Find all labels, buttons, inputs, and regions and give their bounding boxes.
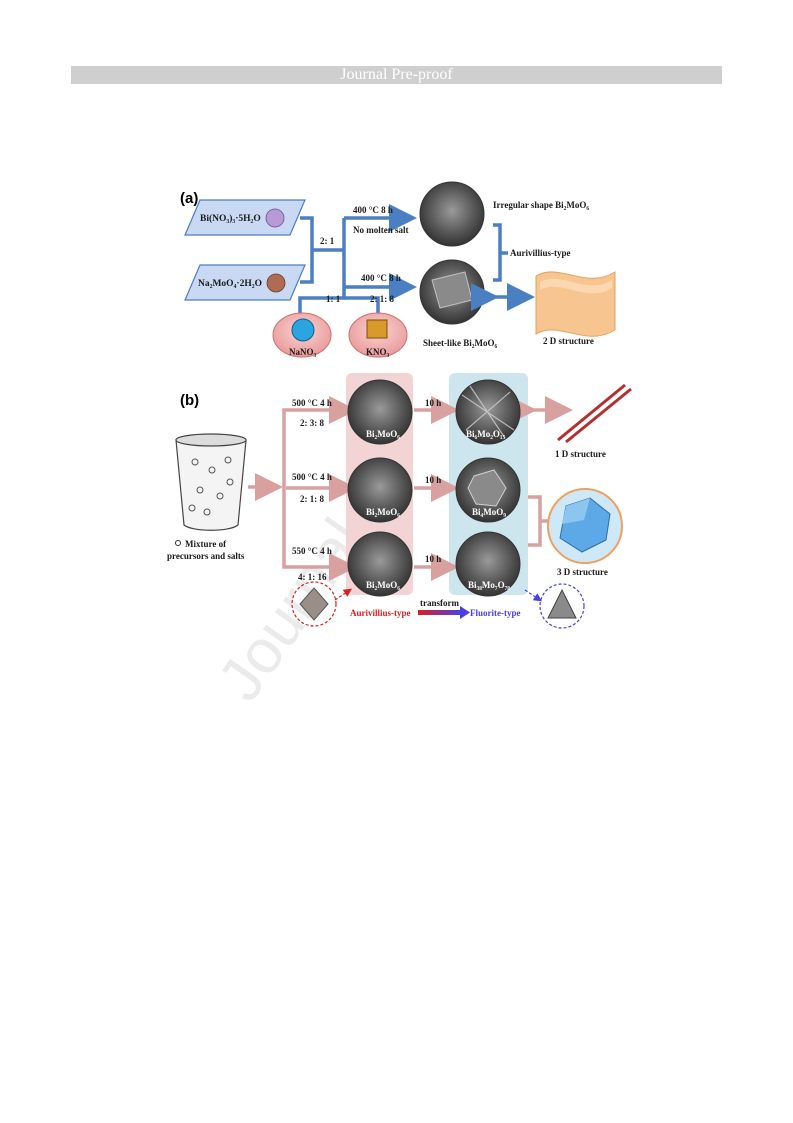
type-label-a: Aurivillius-type <box>510 248 571 258</box>
precursor-1-label: Bi(NO₃)₃·5H₂O <box>200 213 261 224</box>
tetrahedron-icon <box>547 588 577 619</box>
octahedron-icon <box>299 587 329 621</box>
row-2-product-2: Bi₄MoO₉ <box>472 507 506 517</box>
sem-row1-left <box>347 379 413 445</box>
cond-top: 400 °C 8 h <box>353 205 393 215</box>
precursor-1-crystal-icon <box>265 208 285 228</box>
panel-b-tag: (b) <box>180 392 199 409</box>
row-3-ratio: 4: 1: 16 <box>298 572 327 582</box>
precursor-beaker-icon <box>175 433 247 531</box>
sem-row2-left <box>347 457 413 523</box>
row-1-product-1: Bi₂MoO₆ <box>366 429 400 439</box>
product-top: Irregular shape Bi₂MoO₆ <box>493 200 589 210</box>
row-2-product-1: Bi₂MoO₆ <box>366 507 400 517</box>
row-2-ratio: 2: 1: 8 <box>300 494 324 504</box>
cond-top-note: No molten salt <box>353 225 409 235</box>
transform-label: transform <box>420 598 459 608</box>
salt-2-label: KNO₃ <box>366 347 390 357</box>
row-2-time: 10 h <box>425 475 441 485</box>
fluorite-unit-ring <box>539 583 585 629</box>
structure-3d: 3 D structure <box>557 567 608 577</box>
sem-row3-right <box>455 531 521 597</box>
row-1-cond: 500 °C 4 h <box>292 398 332 408</box>
type-right: Fluorite-type <box>470 608 520 618</box>
type-left: Aurivillius-type <box>350 608 411 618</box>
aurivillius-unit-ring <box>291 581 337 627</box>
panel-a-tag: (a) <box>180 190 198 207</box>
salt-ratio-1: 1: 1 <box>326 294 341 304</box>
mixture-line1: Mixture of <box>185 539 227 549</box>
3d-polyhedron-illustration <box>547 488 623 564</box>
cond-bottom: 400 °C 8 h <box>361 273 401 283</box>
mixture-bullet-icon <box>175 540 181 546</box>
sem-irregular-image <box>419 181 485 247</box>
row-1-time: 10 h <box>425 398 441 408</box>
salt-1-label: NaNO₃ <box>289 347 316 357</box>
1d-rods-illustration <box>557 383 632 444</box>
ratio-main: 2: 1 <box>320 236 335 246</box>
row-2-cond: 500 °C 4 h <box>292 472 332 482</box>
row-3-product-2: Bi₃₈Mo₇O₇₈ <box>468 580 510 590</box>
precursor-2-crystal-icon <box>266 273 286 293</box>
kno3-crystal-icon <box>366 319 388 339</box>
journal-preproof-banner: Journal Pre-proof <box>71 66 722 84</box>
nano3-crystal-icon <box>291 318 315 342</box>
row-3-cond: 550 °C 4 h <box>292 546 332 556</box>
row-3-product-1: Bi₂MoO₆ <box>366 580 400 590</box>
mixture-line2: precursors and salts <box>167 551 245 561</box>
sem-row3-left <box>347 531 413 597</box>
product-bottom: Sheet-like Bi₂MoO₆ <box>423 338 497 348</box>
row-1-product-2: Bi₆Mo₂O₁₅ <box>466 429 506 439</box>
row-1-ratio: 2: 3: 8 <box>300 418 324 428</box>
row-3-time: 10 h <box>425 554 441 564</box>
structure-1d: 1 D structure <box>555 449 606 459</box>
structure-2d: 2 D structure <box>543 336 594 346</box>
salt-ratio-2: 2: 1: 8 <box>370 294 394 304</box>
precursor-2-label: Na₂MoO₄·2H₂O <box>198 279 262 289</box>
transform-arrow <box>418 610 460 615</box>
